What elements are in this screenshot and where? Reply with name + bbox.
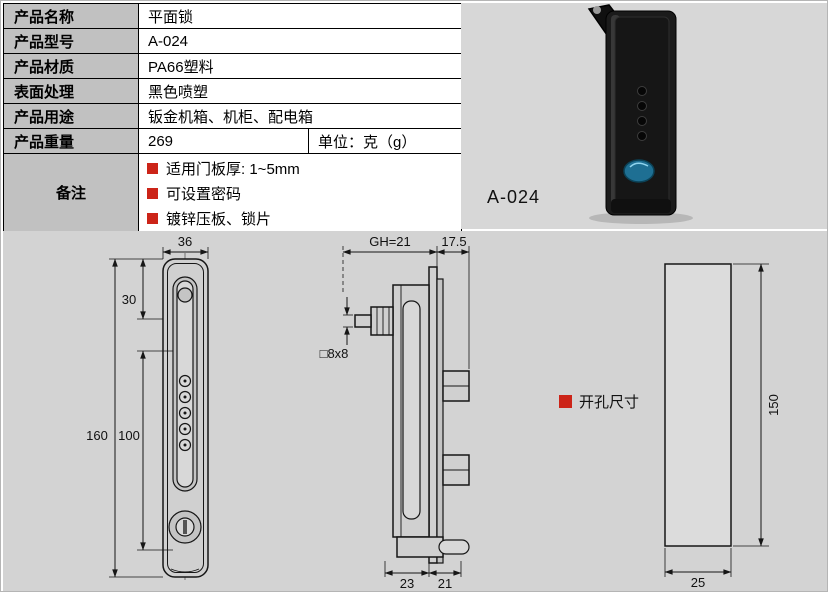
- cutout-label-text: 开孔尺寸: [579, 394, 640, 411]
- bullet-square-icon: [147, 163, 158, 174]
- cam-lobe: [438, 539, 470, 555]
- product-photo-area: A-024: [461, 3, 827, 229]
- code-button: [637, 131, 647, 141]
- bullet-square-icon: [147, 188, 158, 199]
- remark-text: 可设置密码: [166, 186, 242, 203]
- remark-item: 镀锌压板、锁片: [147, 206, 461, 231]
- dim-cutout-height: 150: [766, 394, 781, 416]
- flange-plate: [428, 266, 438, 564]
- code-button: [637, 116, 647, 126]
- spec-value-weight: 269: [138, 128, 309, 154]
- spec-label-usage: 产品用途: [3, 103, 139, 129]
- cam-base: [396, 536, 444, 558]
- spec-table: 产品名称 平面锁 产品型号 A-024 产品材质 PA66塑料 表面处理 黑色喷…: [3, 3, 462, 232]
- code-button: [637, 86, 647, 96]
- spec-label-material: 产品材质: [3, 53, 139, 79]
- spec-label-remarks: 备注: [3, 153, 139, 232]
- lock-photo: [587, 4, 693, 224]
- square-shaft: [354, 314, 372, 328]
- keyhole-slot: [183, 520, 187, 534]
- dim-front-mid-height: 100: [118, 428, 140, 443]
- dim-square-shaft: □8x8: [320, 346, 349, 361]
- spec-label-name: 产品名称: [3, 3, 139, 29]
- spec-row-weight: 产品重量 269 单位：克（g）: [3, 128, 462, 154]
- spec-row-name: 产品名称 平面锁: [3, 3, 462, 29]
- spec-weight-unit: 单位：克（g）: [308, 128, 462, 154]
- dim-bottom-right: 21: [438, 576, 452, 591]
- remark-text: 镀锌压板、锁片: [166, 211, 272, 228]
- cutout-rectangle: [664, 263, 732, 547]
- front-view-drawing: 36 160 100 30: [86, 234, 209, 583]
- spec-row-surface: 表面处理 黑色喷塑: [3, 78, 462, 104]
- spec-row-model: 产品型号 A-024: [3, 28, 462, 54]
- side-view-drawing: GH=21 17.5 □8x8 23 21: [320, 234, 470, 591]
- dim-front-total-height: 160: [86, 428, 108, 443]
- lever-tip: [593, 6, 601, 14]
- spec-value-name: 平面锁: [138, 3, 462, 29]
- technical-drawings: 36 160 100 30: [86, 234, 781, 591]
- code-button: [637, 101, 647, 111]
- spec-row-usage: 产品用途 钣金机箱、机柜、配电箱: [3, 103, 462, 129]
- dim-panel-depth: 17.5: [441, 234, 466, 249]
- dim-front-width: 36: [178, 234, 192, 249]
- handle-pivot: [177, 287, 193, 303]
- spec-label-weight: 产品重量: [3, 128, 139, 154]
- cutout-dimension-label: 开孔尺寸: [559, 391, 639, 412]
- remark-item: 适用门板厚: 1~5mm: [147, 156, 461, 181]
- cutout-view-drawing: 150 25: [664, 263, 781, 590]
- bullet-square-icon: [559, 395, 572, 408]
- remark-text: 适用门板厚: 1~5mm: [166, 161, 300, 178]
- spec-value-material: PA66塑料: [138, 53, 462, 79]
- mounting-nut: [370, 306, 394, 336]
- dim-front-top-height: 30: [122, 292, 136, 307]
- spec-remarks-cell: 适用门板厚: 1~5mm 可设置密码 镀锌压板、锁片: [138, 153, 462, 232]
- door-panel: [436, 278, 444, 564]
- spec-value-usage: 钣金机箱、机柜、配电箱: [138, 103, 462, 129]
- technical-drawing-area: 36 160 100 30: [3, 231, 827, 591]
- remark-item: 可设置密码: [147, 181, 461, 206]
- spec-value-surface: 黑色喷塑: [138, 78, 462, 104]
- dim-bottom-left: 23: [400, 576, 414, 591]
- bullet-square-icon: [147, 213, 158, 224]
- dim-cutout-width: 25: [691, 575, 705, 590]
- spec-label-surface: 表面处理: [3, 78, 139, 104]
- spec-label-model: 产品型号: [3, 28, 139, 54]
- spec-row-remarks: 备注 适用门板厚: 1~5mm 可设置密码 镀锌压板、锁片: [3, 153, 462, 232]
- spec-row-material: 产品材质 PA66塑料: [3, 53, 462, 79]
- spec-value-model: A-024: [138, 28, 462, 54]
- handle-side-profile: [402, 300, 421, 520]
- product-photo-illustration: [587, 4, 693, 224]
- code-buttons-front: [178, 374, 192, 452]
- dim-grip-height: GH=21: [369, 234, 411, 249]
- product-model-caption: A-024: [487, 187, 541, 207]
